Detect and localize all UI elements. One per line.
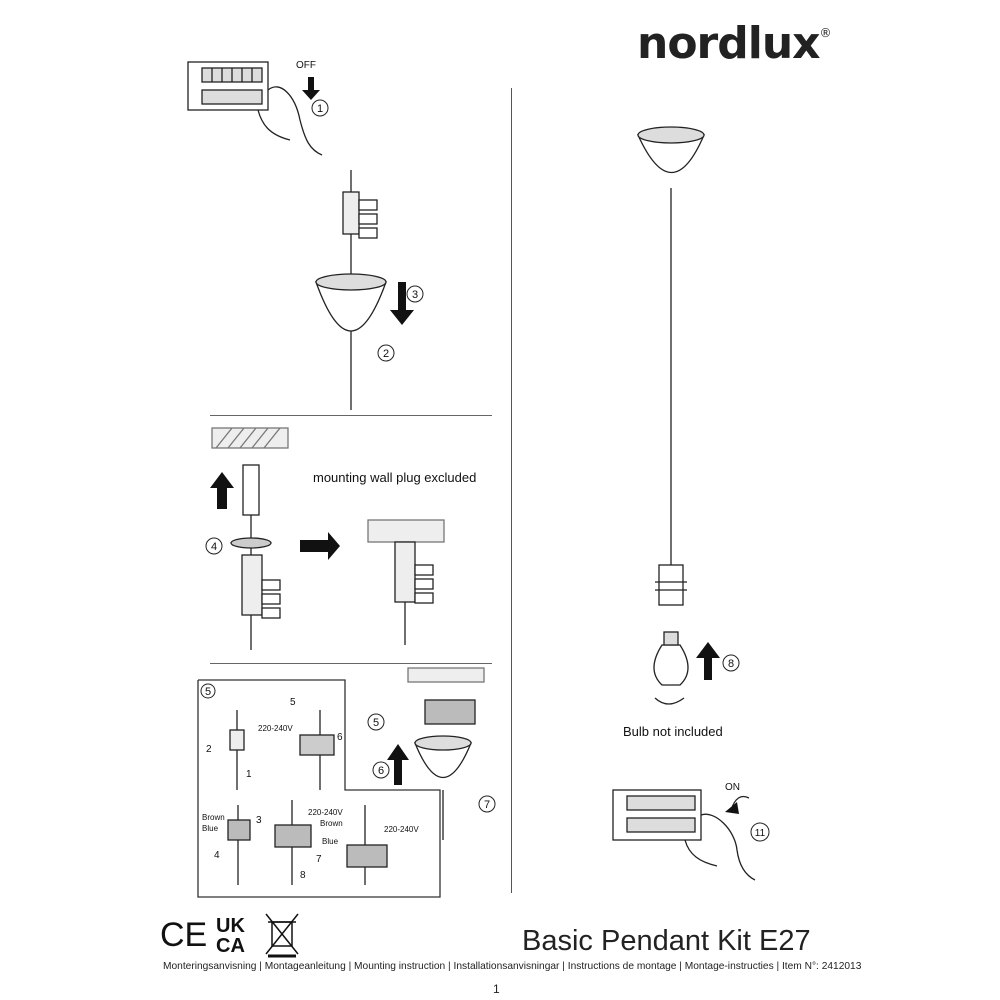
section-divider	[210, 415, 492, 416]
pendant-illustration: 8	[636, 126, 740, 705]
step-number: 7	[484, 799, 490, 811]
step-number: 4	[211, 541, 217, 553]
detail-number: 8	[300, 870, 306, 881]
ce-mark: CE	[160, 916, 207, 954]
canopy-lift-illustration	[407, 667, 485, 840]
instruction-languages: Monteringsanvisning | Montageanleitung |…	[163, 961, 862, 972]
detail-number: 5	[290, 697, 296, 708]
up-arrow	[696, 642, 720, 680]
on-label: ON	[725, 782, 740, 793]
detail-connectors	[227, 710, 388, 885]
fuse-box-on-illustration: ON 11	[612, 782, 770, 881]
up-arrow	[387, 744, 409, 785]
step-number: 1	[317, 103, 323, 115]
brand-name: nordlux	[637, 18, 821, 69]
bulb-glass	[653, 644, 689, 686]
ukca-mark-top: UK	[216, 915, 245, 937]
detail-box-frame	[197, 679, 441, 898]
off-label: OFF	[296, 60, 316, 71]
detail-number: 2	[206, 744, 212, 755]
ukca-mark-bottom: CA	[216, 935, 245, 957]
on-arrow	[725, 802, 739, 814]
ceiling-mounted-bracket	[367, 519, 445, 645]
voltage-label: 220-240V	[384, 825, 419, 834]
certification-marks: CE UK CA	[160, 913, 299, 958]
step-number: 8	[728, 658, 734, 670]
left-illustrations: 1 3 2 4 5 5 6 7 OFF 2 1 5 6 3 4 7 8 220-…	[187, 60, 496, 898]
wire-label-brown: Brown	[320, 819, 343, 828]
step-number: 11	[755, 828, 766, 839]
ceiling-canopy	[636, 134, 705, 174]
wire-label-blue: Blue	[202, 824, 219, 833]
ceiling-hatch	[211, 427, 289, 449]
detail-number: 6	[337, 732, 343, 743]
step-number: 5	[373, 717, 379, 729]
wall-plug-note: mounting wall plug excluded	[313, 470, 477, 485]
detail-number: 4	[214, 850, 220, 861]
down-arrow	[390, 282, 414, 325]
wire-label-brown: Brown	[202, 813, 225, 822]
wire-label-blue: Blue	[322, 837, 339, 846]
voltage-label: 220-240V	[258, 724, 293, 733]
lamp-holder	[658, 564, 684, 606]
voltage-label: 220-240V	[308, 808, 343, 817]
detail-number: 7	[316, 854, 322, 865]
right-arrow	[300, 532, 340, 560]
wall-plug-illustration	[230, 464, 281, 650]
canopy-assembly-illustration	[315, 170, 387, 410]
off-arrow	[302, 77, 320, 100]
step-number: 2	[383, 348, 389, 360]
fuse-box-off-illustration	[187, 61, 323, 156]
detail-number: 1	[246, 769, 252, 780]
up-arrow	[210, 472, 234, 509]
column-divider	[511, 88, 512, 893]
product-title: Basic Pendant Kit E27	[522, 925, 811, 957]
step-number: 6	[378, 765, 384, 777]
step-number: 3	[412, 289, 418, 301]
page-number: 1	[493, 982, 500, 996]
bulb-note: Bulb not included	[623, 724, 723, 739]
registered-mark: ®	[819, 26, 832, 40]
bulb-base	[663, 631, 679, 646]
detail-number: 3	[256, 815, 262, 826]
weee-bin-icon	[265, 913, 299, 958]
section-divider	[210, 663, 492, 664]
brand-logo: nordlux®	[637, 18, 832, 69]
step-number: 5	[205, 686, 211, 698]
